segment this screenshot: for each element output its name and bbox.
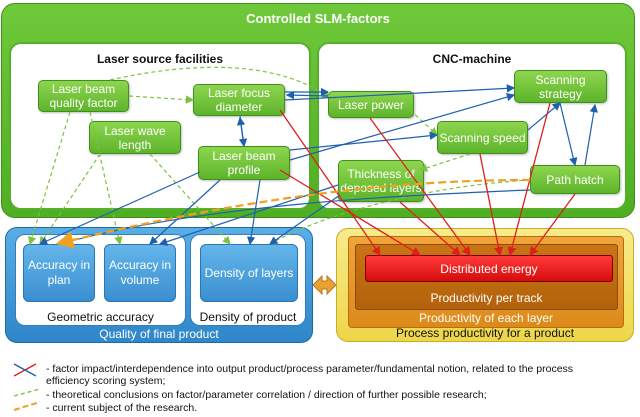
legend-orange-line [13,401,41,411]
green-dash-quality-volume [89,111,123,246]
blue-arrow-hatch-strategy [584,103,598,166]
blue-arrow-focus-strategy [284,84,516,101]
productivity-each-layer-label: Productivity of each layer [418,311,554,325]
red-arrow-profile-energy [279,169,422,256]
density-product-label: Density of product [199,310,297,324]
blue-arrow-strategy-hatch [559,102,578,167]
legend-red-text: - factor impact/interdependence into out… [46,363,574,387]
blue-arrow-profile-focus [236,116,246,147]
red-arrow-thickness-energy [399,201,461,256]
green-dash-speed-thickness [418,153,471,172]
productivity-per-track-label: Productivity per track [430,291,543,305]
scanning-strategy-node: Scanning strategy [514,70,607,103]
blue-arrow-power-focus [285,90,329,100]
blue-arrow-profile-volume [149,179,221,245]
blue-arrow-speed-strategy [527,102,561,131]
legend-blue-line [13,363,37,377]
legend-orange-text: - current subject of the research. [46,402,198,414]
accuracy-in-plan-node: Accuracy in plan [23,244,95,302]
blue-arrow-profile-speed [289,131,439,151]
productivity-panel-title: Process productivity for a product [395,326,575,340]
scanning-speed-node: Scanning speed [437,121,528,154]
blue-arrow-thickness-density [269,194,341,245]
laser-source-panel: Laser source facilities [9,42,311,210]
controlled-factors-title: Controlled SLM-factors [246,11,390,26]
thickness-deposed-layers-node: Thickness of deposed layers [338,160,424,202]
red-arrow-hatch-energy [529,193,576,257]
blue-arrow-hatch-plan [58,189,531,247]
geometric-accuracy-label: Geometric accuracy [47,310,154,324]
blue-arrow-profile-strategy [289,92,516,161]
green-dash-quality-plan [28,111,71,246]
legend-green-line [13,388,41,397]
blue-arrow-profile-density [246,179,261,246]
green-dash-quality-power [109,66,331,99]
cnc-machine-title: CNC-machine [432,52,512,66]
laser-focus-diameter-node: Laser focus diameter [193,84,285,116]
blue-arrows [38,84,598,247]
double-arrow-quality-productivity [312,274,337,296]
red-arrow-focus-energy [279,109,381,257]
green-dashed-lines [28,66,531,246]
distributed-energy-node: Distributed energy [365,255,613,282]
green-dash-strategy-speed [409,109,438,136]
legend-lines [13,363,41,411]
laser-source-title: Laser source facilities [96,52,224,66]
legend-green-text: - theoretical conclusions on factor/para… [46,389,487,401]
red-arrow-speed-energy [479,153,503,257]
green-dash-quality-focus [128,95,195,104]
laser-beam-quality-factor-node: Laser beam quality factor [38,80,129,112]
red-arrows [279,102,576,257]
laser-wave-length-node: Laser wave length [89,121,181,154]
quality-panel-title: Quality of final product [99,327,219,341]
orange-dash-research-line [55,178,531,249]
green-dash-wave-density [149,153,231,245]
accuracy-in-volume-node: Accuracy in volume [104,244,176,302]
density-of-layers-node: Density of layers [200,244,298,302]
red-arrow-strategy-energy [507,102,551,257]
laser-beam-profile-node: Laser beam profile [198,146,290,180]
red-arrow-power-energy [369,117,471,257]
green-dash-hatch-density [268,179,531,245]
